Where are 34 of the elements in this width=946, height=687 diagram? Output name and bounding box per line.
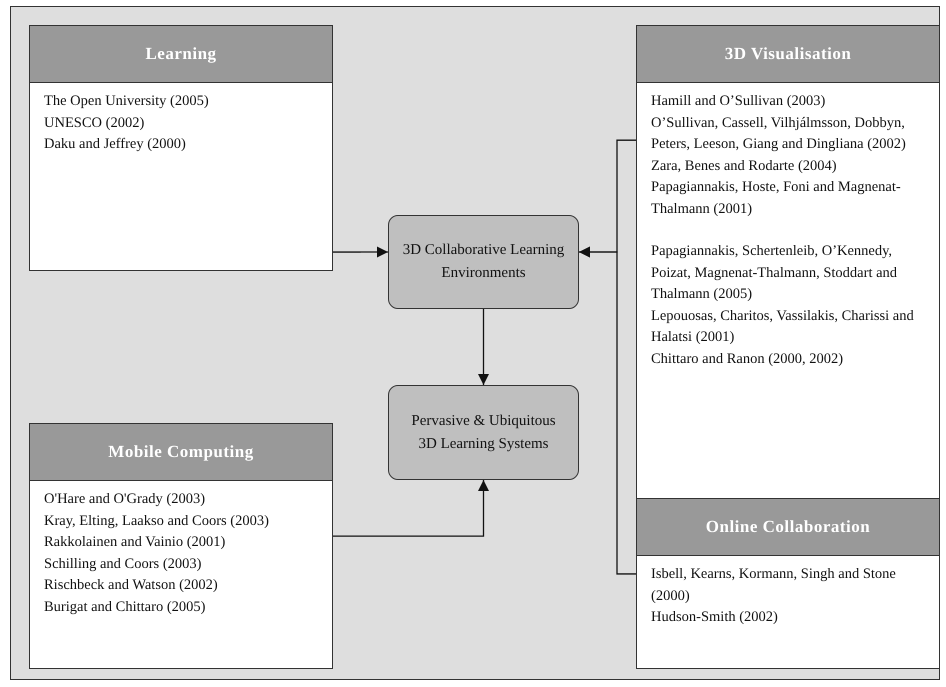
reference-text: Rischbeck and Watson (2002) <box>44 576 219 595</box>
reference-text: O'Hare and O'Grady (2003) <box>44 490 206 509</box>
reference-text: Isbell, Kearns, Kormann, Singh and Stone (2000) <box>651 565 897 606</box>
process-label: 3D Collaborative Learning Environments <box>402 241 566 283</box>
reference-text: Zara, Benes and Rodarte (2004) <box>651 156 838 176</box>
category-panel <box>636 498 940 669</box>
arrow <box>333 480 489 537</box>
category-panel <box>636 25 940 499</box>
reference-text: Lepouosas, Charitos, Vassilakis, Charissi and Halatsi (2001) <box>651 306 915 347</box>
panel-heading: Mobile Computing <box>108 441 254 464</box>
reference-text: Hudson-Smith (2002) <box>651 608 779 627</box>
reference-text: UNESCO (2002) <box>44 114 146 132</box>
reference-text: Burigat and Chittaro (2005) <box>44 598 206 616</box>
reference-text: Schilling and Coors (2003) <box>44 554 202 574</box>
reference-text: Papagiannakis, Hoste, Foni and Magnenat-Thalmann (2001) <box>651 178 902 218</box>
category-panel <box>29 423 333 669</box>
panel-heading: Online Collaboration <box>706 516 870 538</box>
reference-text: The Open University (2005) <box>44 92 210 111</box>
reference-text: Chittaro and Ranon (2000, 2002) <box>651 350 844 368</box>
reference-text: Kray, Elting, Laakso and Coors (2003) <box>44 512 270 530</box>
arrow <box>333 246 388 258</box>
arrow <box>579 246 636 575</box>
panel-heading: 3D Visualisation <box>724 43 852 66</box>
reference-text: O’Sullivan, Cassell, Vilhjálmsson, Dobbyn, Peters, Leeson, Giang and Dingliana (2002) <box>651 114 907 154</box>
process-label: Pervasive & Ubiquitous 3D Learning Systems <box>410 412 557 454</box>
category-panel <box>29 25 333 271</box>
process-box <box>388 385 579 480</box>
panel-heading: Learning <box>145 43 217 66</box>
arrow <box>478 309 489 385</box>
reference-text: Hamill and O’Sullivan (2003) <box>651 92 826 111</box>
reference-text: Rakkolainen and Vainio (2001) <box>44 533 226 552</box>
reference-text: Papagiannakis, Schertenleib, O’Kennedy, Poizat, Magnenat-Thalmann, Stoddart and Thalmann (2005) <box>651 242 898 304</box>
process-box <box>388 215 579 309</box>
reference-text: Daku and Jeffrey (2000) <box>44 135 187 154</box>
